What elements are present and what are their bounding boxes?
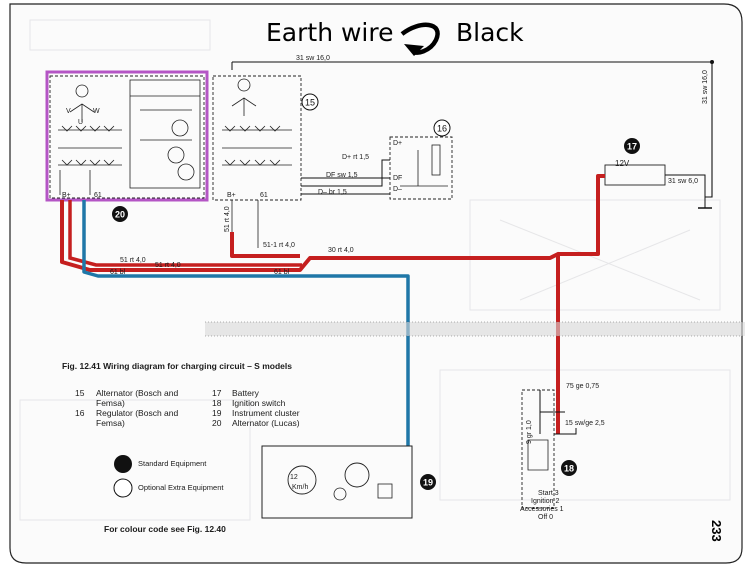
legend-text: Femsa) [96,418,125,428]
wire-label: 75 ge 0,75 [566,383,600,390]
wire-label: 51 rt 4,0 [224,206,231,232]
wire-label: 9 gr 1,0 [526,420,533,444]
wire-label: 51-1 rt 4,0 [263,242,295,249]
svg-text:16: 16 [437,124,447,134]
legend-text: Ignition switch [232,398,286,408]
terminal-label: B+ [62,192,71,199]
legend-text: Instrument cluster [232,408,300,418]
ignition-off-label: Off 0 [538,514,554,521]
black-annotation: Black [456,18,524,47]
ignition-start-label: Start 3 [538,490,559,497]
wire-label: 15 sw/ge 2,5 [565,420,605,427]
legend-num: 16 [75,408,85,418]
arrow-head-icon [404,44,424,56]
legend-text: Alternator (Bosch and [96,388,179,398]
terminal-label: 61 [94,192,102,199]
lucas-alternator-internals [58,79,201,195]
regulator-box [389,136,453,200]
terminal-label: V [66,108,71,115]
wire-label: 51 rt 4,0 [155,262,181,269]
wire-label: 51 rt 4,0 [120,257,146,264]
terminal-label: D+ [393,140,403,147]
legend-text: Battery [232,388,259,398]
svg-text:17: 17 [627,142,637,152]
terminal-label: W [93,108,100,115]
standard-equipment-label: Standard Equipment [138,459,207,468]
terminal-label: D– [393,186,402,193]
optional-equipment-label: Optional Extra Equipment [138,483,224,492]
lucas-alternator-highlight [45,70,209,202]
wire-label: 31 sw 16,0 [296,55,330,62]
terminal-label: 61 [260,192,268,199]
marker-17 [624,138,640,154]
positive-wire-red [60,174,605,434]
figure-caption: Fig. 12.41 Wiring diagram for charging c… [62,361,292,371]
section-break [205,322,745,336]
svg-text:20: 20 [115,210,125,220]
page-number: 233 [709,520,724,542]
legend-num: 15 [75,388,85,398]
ignition-switch-box [521,389,555,509]
optional-equipment-icon [113,478,133,498]
warning-lamp-wire-blue [82,200,410,446]
svg-text:18: 18 [564,464,574,474]
earth-wire-top [232,61,713,198]
legend-num: 18 [212,398,222,408]
terminal-label: U [78,119,84,126]
legend-num: 17 [212,388,222,398]
instrument-label: 12 [290,474,298,481]
bosch-alternator-box [212,75,302,201]
wire-label: DF sw 1,5 [326,172,358,179]
speedometer-dial [287,465,317,495]
marker-15 [301,93,319,111]
gauge-dial [344,462,370,488]
terminal-label: B+ [227,192,236,199]
legend-text: Femsa) [96,398,125,408]
wire-label: D– br 1,5 [318,189,347,196]
ignition-accessories-label: Accessories 1 [520,506,564,513]
legend-num: 19 [212,408,222,418]
legend-text: Regulator (Bosch and [96,408,179,418]
marker-16 [433,119,451,137]
earth-wire-annotation: Earth wire [266,18,394,47]
standard-equipment-icon [114,455,132,473]
marker-19 [420,474,436,490]
wire-label: 30 rt 4,0 [328,247,354,254]
legend-num: 20 [212,418,222,428]
ignition-ignition-label: Ignition 2 [531,498,560,505]
wire-label: 31 sw 6,0 [668,178,698,185]
lucas-alternator-box [49,75,205,199]
svg-text:15: 15 [305,98,315,108]
wire-label: 61 bl [274,269,290,276]
marker-20 [112,206,128,222]
background-bleed [19,19,731,521]
regulator-internals [400,144,448,187]
regulator-wires [301,159,390,195]
arrow-icon [400,22,440,55]
instrument-cluster-box [261,445,413,519]
battery-voltage: 12V [615,159,630,168]
wire-label: 61 bl [110,269,126,276]
kmh-label: Km/h [292,484,309,491]
legend-text: Alternator (Lucas) [232,418,300,428]
marker-18 [561,460,577,476]
colour-code-note: For colour code see Fig. 12.40 [104,524,226,534]
svg-text:19: 19 [423,478,433,488]
terminal-label: DF [393,175,403,182]
bosch-alternator-internals [222,78,292,248]
wire-label: 31 sw 16,0 [702,70,709,104]
wire-label: D+ rt 1,5 [342,154,370,161]
